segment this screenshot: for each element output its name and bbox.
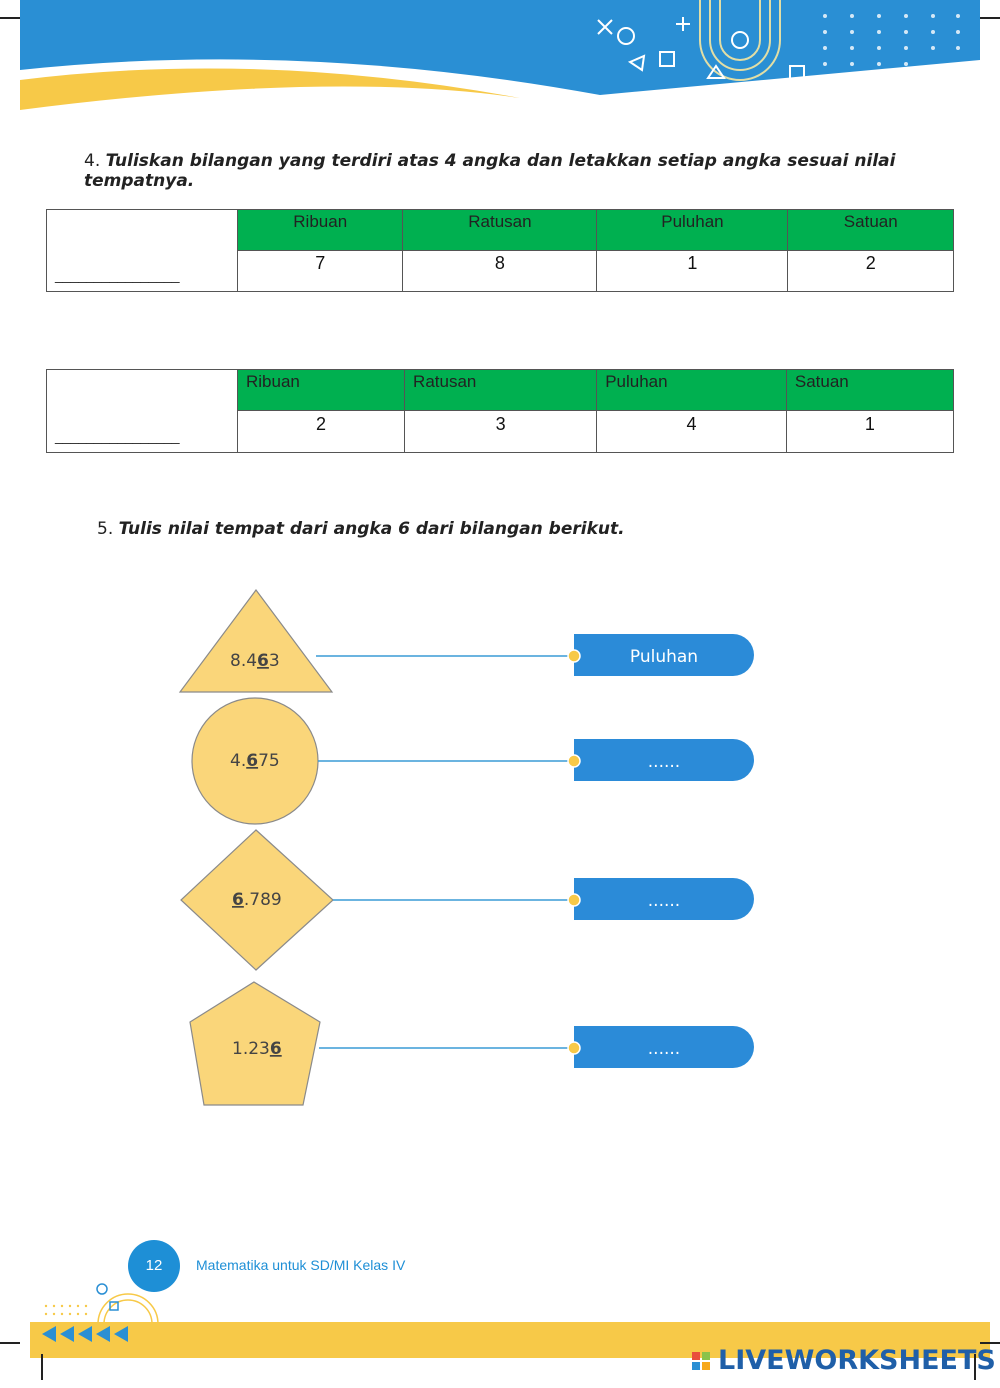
place-value-table-1: ________________ Ribuan Ratusan Puluhan … xyxy=(46,209,954,292)
header-satuan: Satuan xyxy=(787,209,954,251)
header-ratusan: Ratusan xyxy=(404,369,598,411)
place-value-table-2: ________________ Ribuan Ratusan Puluhan … xyxy=(46,369,955,453)
triangle-shape xyxy=(178,588,334,693)
match-row-3: 6.789 ...... xyxy=(180,829,754,971)
arrow-left-icons xyxy=(42,1326,128,1342)
header-puluhan: Puluhan xyxy=(596,209,789,251)
value-ratusan: 8 xyxy=(402,250,598,292)
question-4-text: Tuliskan bilangan yang terdiri atas 4 an… xyxy=(84,151,896,191)
answer-pill-3[interactable] xyxy=(574,878,754,920)
footer-yellow-band xyxy=(30,1322,990,1358)
value-puluhan: 1 xyxy=(596,250,789,292)
answer-pill-4[interactable] xyxy=(574,1026,754,1068)
answer-text-4: ...... xyxy=(648,1039,680,1059)
value-ratusan: 3 xyxy=(404,410,598,453)
connector-dot xyxy=(567,893,581,907)
question-4: 4. Tuliskan bilangan yang terdiri atas 4… xyxy=(84,151,1000,191)
shape-number-3: 6.789 xyxy=(232,890,282,910)
match-row-2: 4.675 ...... xyxy=(191,697,754,825)
value-satuan: 1 xyxy=(785,410,955,453)
connector-dot xyxy=(567,754,581,768)
shape-number-2: 4.675 xyxy=(230,751,280,771)
header-banner xyxy=(0,0,1000,110)
match-row-4: 1.236 ...... xyxy=(189,981,754,1106)
header-ribuan: Ribuan xyxy=(236,369,406,411)
question-5-number: 5. xyxy=(97,519,114,539)
circle-icon xyxy=(96,1283,108,1295)
shape-number-1: 8.463 xyxy=(230,651,280,671)
answer-pill-2[interactable] xyxy=(574,739,754,781)
header-satuan: Satuan xyxy=(785,369,955,411)
question-5-text: Tulis nilai tempat dari angka 6 dari bil… xyxy=(118,519,625,539)
answer-pill-1[interactable] xyxy=(574,634,754,676)
answer-text-3: ...... xyxy=(648,891,680,911)
square-icon xyxy=(109,1301,119,1311)
footer-decoration xyxy=(0,1283,1000,1380)
question-5: 5. Tulis nilai tempat dari angka 6 dari … xyxy=(97,519,625,539)
match-row-1: 8.463 Puluhan xyxy=(178,588,754,693)
header-ribuan: Ribuan xyxy=(236,209,404,251)
value-satuan: 2 xyxy=(787,250,954,292)
answer-text-1: Puluhan xyxy=(630,647,698,667)
shape-number-4: 1.236 xyxy=(232,1039,282,1059)
liveworksheets-brand[interactable]: LIVEWORKSHEETS xyxy=(718,1345,996,1376)
value-ribuan: 2 xyxy=(236,410,406,453)
answer-blank-1[interactable]: ________________ xyxy=(46,209,238,292)
connector-dot xyxy=(567,1041,581,1055)
diamond-shape xyxy=(180,829,334,971)
pentagon-shape xyxy=(189,981,321,1106)
value-ribuan: 7 xyxy=(236,250,404,292)
book-title: Matematika untuk SD/MI Kelas IV xyxy=(196,1257,406,1273)
header-puluhan: Puluhan xyxy=(596,369,787,411)
answer-blank-2[interactable]: ________________ xyxy=(46,369,238,453)
matching-diagram: 8.463 Puluhan 4.675 ...... 6.789 ...... … xyxy=(178,588,754,1106)
page-number: 12 xyxy=(128,1240,180,1292)
answer-text-2: ...... xyxy=(648,752,680,772)
header-ratusan: Ratusan xyxy=(402,209,598,251)
connector-dot xyxy=(567,649,581,663)
liveworksheets-logo-icon xyxy=(692,1352,710,1370)
question-4-number: 4. xyxy=(84,151,101,171)
value-puluhan: 4 xyxy=(596,410,787,453)
